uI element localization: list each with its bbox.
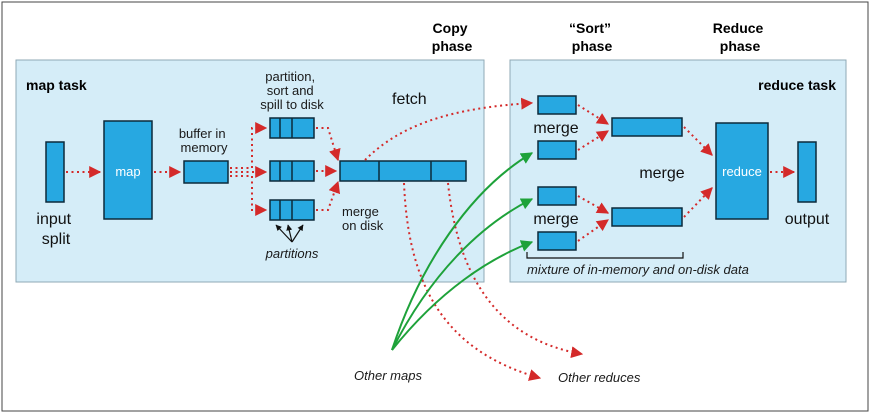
merge-top-label: merge [533,120,578,137]
merged-segment-top [611,117,683,137]
fetch-arrow [364,97,534,161]
merge-on-disk-label: merge on disk [342,204,384,233]
spill-file-1 [269,117,315,139]
partitions-label: partitions [265,246,319,261]
mixture-label: mixture of in-memory and on-disk data [527,262,749,277]
partition-label: partition, sort and spill to disk [260,69,324,112]
mixture-bracket [526,252,684,259]
copy-phase-label: Copy phase [432,20,473,54]
merged-map-output [339,160,467,182]
map-box-label: map [115,164,140,179]
output-box [797,141,817,203]
reduce-box-label: reduce [722,164,762,179]
spill-file-2 [269,160,315,182]
reduce-phase-label: Reduce phase [713,20,767,54]
other-reduces-arrows [403,182,584,381]
merge-mid-label: merge [639,165,684,182]
buffer-box [183,160,229,184]
reduce-box [715,122,769,220]
other-maps-label: Other maps [354,368,422,383]
reduce-input-1 [537,95,577,115]
buffer-label: buffer in memory [179,126,229,155]
sort-phase-label: “Sort” phase [569,20,615,54]
input-split-box [45,141,65,203]
map-task-title: map task [26,77,87,93]
other-reduces-label: Other reduces [558,370,641,385]
merge-bottom-label: merge [533,211,578,228]
input-split-label: input split [36,211,75,248]
spill-file-3 [269,199,315,221]
map-side-flow-arrows [66,122,341,216]
map-box [103,120,153,220]
fetch-label: fetch [392,91,427,108]
reduce-input-4 [537,231,577,251]
reduce-task-title: reduce task [758,77,836,93]
reduce-input-3 [537,186,577,206]
output-label: output [785,211,830,228]
partitions-pointer-arrows [275,224,304,243]
merged-segment-bottom [611,207,683,227]
reduce-side-flow-arrows [577,104,796,242]
reduce-input-2 [537,140,577,160]
other-maps-arrows [391,152,534,351]
